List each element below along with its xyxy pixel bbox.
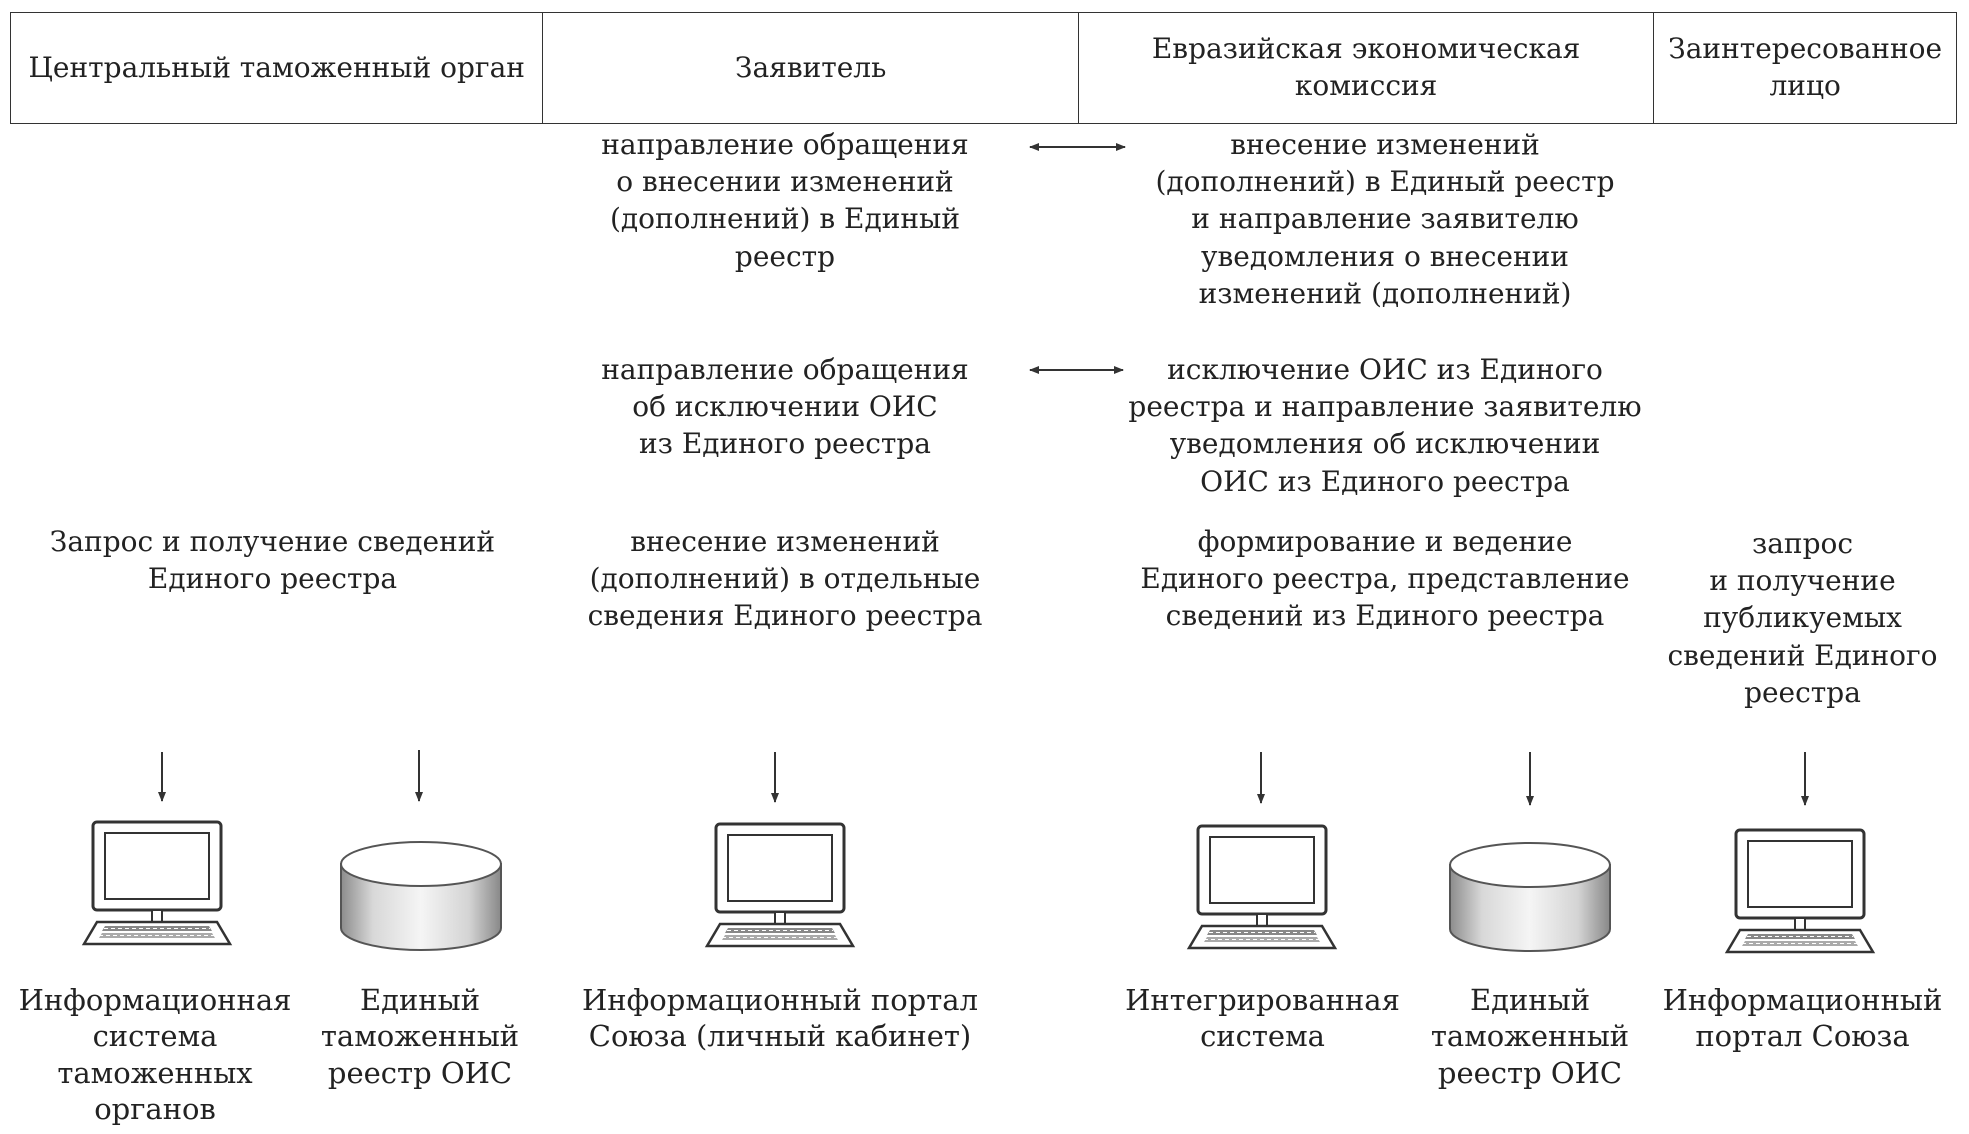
system-label-union-portal-cabinet: Информационный портал Союза (личный каби…	[581, 983, 979, 1054]
database-icon	[340, 841, 502, 951]
swimlane-header: Центральный таможенный орган Заявитель Е…	[10, 12, 1957, 124]
system-label-integrated-system: Интегрированная система	[1125, 983, 1400, 1054]
procedure-request-exclusion: направление обращения об исключении ОИС …	[601, 353, 969, 461]
procedure-request-change: направление обращения о внесении изменен…	[601, 128, 969, 273]
procedure-exclusion: исключение ОИС из Единого реестра и напр…	[1128, 353, 1642, 498]
procedure-commission-forming: формирование и ведение Единого реестра, …	[1140, 525, 1630, 633]
column-eec: Евразийская экономическая комиссия	[1079, 13, 1655, 123]
database-icon	[1449, 842, 1611, 952]
procedure-make-change: внесение изменений (дополнений) в Единый…	[1155, 128, 1615, 310]
column-applicant: Заявитель	[543, 13, 1079, 123]
computer-icon	[705, 822, 855, 948]
procedure-applicant-changes: внесение изменений (дополнений) в отдель…	[587, 525, 983, 633]
computer-icon	[1187, 824, 1337, 950]
system-label-union-portal: Информационный портал Союза	[1662, 983, 1943, 1054]
column-interested-party: Заинтересованное лицо	[1668, 32, 1943, 102]
computer-icon	[1725, 828, 1875, 954]
computer-icon	[82, 820, 232, 946]
procedure-interested-request: запрос и получение публикуемых сведений …	[1667, 527, 1938, 709]
column-customs-authority: Центральный таможенный орган	[11, 13, 544, 123]
system-label-customs-registry: Единый таможенный реестр ОИС	[320, 983, 520, 1090]
system-label-customs-is: Информационная система таможенных органо…	[18, 983, 292, 1126]
system-label-commission-registry: Единый таможенный реестр ОИС	[1430, 983, 1630, 1090]
procedure-customs-request: Запрос и получение сведений Единого реес…	[49, 525, 496, 596]
